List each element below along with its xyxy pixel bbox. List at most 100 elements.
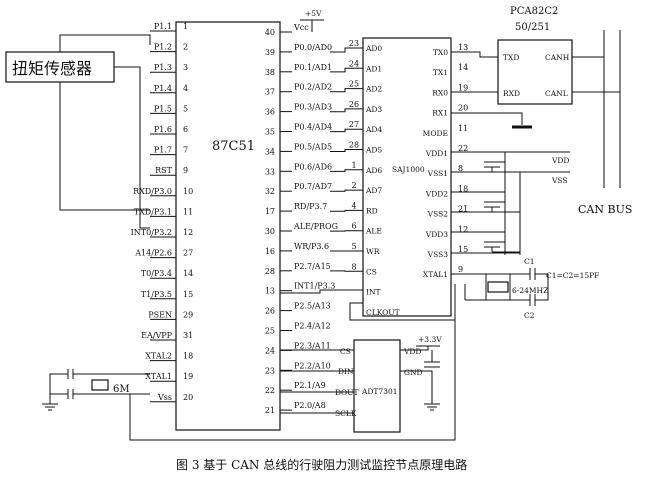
- mcu-left-pin-number: 12: [183, 228, 193, 237]
- mcu-left-pin-number: 7: [183, 146, 188, 155]
- mcu-right-pin-number: 26: [265, 307, 275, 316]
- mcu-left-pin-label: RST: [155, 166, 173, 175]
- sja-right-pin-label: RX1: [432, 109, 448, 118]
- decoupling-caps: [484, 161, 520, 253]
- mcu-right-pin-number: 22: [265, 386, 275, 395]
- pca-rxd: RXD: [503, 89, 520, 98]
- sja-left-pin-label: AD3: [365, 105, 382, 114]
- mcu-left-pin-number: 9: [183, 166, 188, 175]
- sja-left-pin-number: 28: [349, 141, 359, 150]
- clkout-loop: [349, 284, 456, 321]
- sja-left-pin-number: 8: [351, 262, 356, 271]
- mcu-right-pin-label: P2.2/A10: [294, 361, 331, 370]
- mcu-left-pin-label: P1.2: [154, 43, 172, 52]
- mcu-right-pin-number: 17: [265, 207, 275, 216]
- sja-right-pin-number: 8: [458, 164, 463, 173]
- can-bus-label: CAN BUS: [578, 203, 632, 216]
- mcu-left-pin-label: P1.7: [154, 146, 172, 155]
- sja-left-pin-number: 4: [351, 201, 356, 210]
- int1-wire: [280, 289, 363, 294]
- sja-right-pin-number: 18: [458, 184, 468, 193]
- sja-right-pin-number: 20: [458, 104, 468, 113]
- ceq-label: C1=C2=15PF: [546, 271, 599, 280]
- bus-wire: [330, 88, 363, 93]
- sja-right-pins: TX013TX114RX019RX120MODE11VDD122VSS18VDD…: [423, 43, 469, 279]
- mcu-left-pin-label: RXD/P3.0: [133, 187, 172, 196]
- mcu-left-pin-label: XTAL2: [145, 352, 172, 361]
- mcu-left-pin-label: XTAL1: [145, 372, 172, 381]
- pca-sub: 50/251: [515, 22, 550, 33]
- mcu-crystal: [91, 379, 109, 391]
- torque-sensor-label: 扭矩传感器: [12, 59, 92, 78]
- pca-txd: TXD: [503, 53, 519, 62]
- sja-left-pin-label: ALE: [365, 227, 382, 236]
- mcu-right-pin-number: 40: [265, 28, 275, 37]
- sja-left-pin-label: CS: [366, 267, 377, 276]
- xtal-freq-label: 6-24MHZ: [512, 286, 548, 295]
- vdd-label: VDD: [551, 156, 569, 165]
- sja-left-pin-number: 5: [351, 242, 356, 251]
- mcu-right-pin-number: 35: [265, 128, 275, 137]
- sja-right-pin-number: 13: [458, 43, 468, 52]
- mcu-right-pin-number: 36: [265, 108, 275, 117]
- mcu-left-pin-label: P1.5: [154, 104, 172, 113]
- mcu-left-pin-number: 6: [183, 125, 188, 134]
- mcu-right-pin-label: P0.7/AD7: [294, 182, 332, 191]
- sja-left-pins: AD023AD124AD225AD326AD427AD528AD61AD72RD…: [349, 39, 400, 317]
- mcu-87c51-body: [175, 21, 281, 431]
- mcu-left-pin-number: 29: [183, 310, 193, 319]
- sja-right-pin-label: VSS2: [427, 210, 449, 219]
- mcu-right-pin-label: P0.3/AD3: [294, 103, 332, 112]
- adt7301-body: [353, 339, 401, 433]
- sja-left-pin-label: CLKOUT: [366, 308, 400, 317]
- mcu-left-pin-number: 15: [183, 290, 193, 299]
- sja-left-pin-label: RD: [366, 206, 378, 215]
- pca-canl: CANL: [545, 89, 568, 98]
- mcu-right-pin-number: 30: [265, 227, 275, 236]
- adt-gnd: GND: [404, 368, 423, 377]
- mcu-left-pin-number: 3: [183, 63, 188, 72]
- sja-right-pin-number: 11: [458, 124, 468, 133]
- c1-label: C1: [524, 257, 535, 266]
- mcu-right-pin-label: Vcc: [293, 23, 309, 32]
- bus-wire: [330, 149, 363, 152]
- mcu-right-pin-number: 34: [265, 147, 275, 156]
- sja-right-pin-label: TX0: [433, 48, 448, 57]
- torque-sensor-box: [5, 51, 115, 83]
- vss-label: VSS: [551, 176, 568, 185]
- mcu-left-pin-label: TXD/P3.1: [134, 207, 172, 216]
- mcu-right-pins: 40Vcc39P0.0/AD038P0.1/AD137P0.2/AD236P0.…: [265, 23, 338, 415]
- sja-right-pin-number: 22: [458, 144, 468, 153]
- sja-right-pin-number: 14: [458, 63, 468, 72]
- sja-left-pin-label: INT: [366, 288, 381, 297]
- mcu-cap-gnd: [49, 373, 68, 404]
- adt-name: ADT7301: [361, 387, 398, 396]
- sensor-wire-rxd: [59, 82, 150, 211]
- pca-canh: CANH: [545, 53, 570, 62]
- sja1000-body: [362, 37, 452, 317]
- mcu-left-pin-number: 1: [183, 22, 188, 31]
- mcu-right-pin-number: 16: [265, 247, 275, 256]
- mcu-left-pin-label: EA/VPP: [141, 331, 172, 340]
- bus-wire: [330, 169, 363, 172]
- mcu-right-pin-label: P0.6/AD6: [294, 162, 332, 171]
- clkout-to-xtal1: [129, 320, 456, 441]
- mcu-right-pin-number: 32: [265, 187, 275, 196]
- sja-left-pin-label: AD0: [365, 44, 382, 53]
- mcu-crystal-label: 6M: [113, 384, 130, 395]
- mcu-right-pin-label: P0.5/AD5: [294, 142, 332, 151]
- sja-right-pin-label: VDD2: [425, 189, 448, 198]
- mcu-right-pin-label: P0.2/AD2: [294, 83, 332, 92]
- sja-right-pin-label: VDD3: [425, 230, 448, 239]
- sja-left-pin-number: 24: [349, 59, 359, 68]
- mcu-right-pin-label: P2.5/A13: [294, 302, 331, 311]
- pca-name: PCA82C2: [510, 6, 558, 17]
- mcu-left-pin-number: 19: [183, 372, 193, 381]
- mcu-left-pin-number: 27: [183, 249, 193, 258]
- sja-left-pin-number: 23: [349, 39, 359, 48]
- sja-crystal: [487, 281, 509, 293]
- sja-right-pin-number: 12: [458, 225, 468, 234]
- sja-right-pin-number: 9: [458, 265, 463, 274]
- sensor-wire-top: [59, 34, 151, 52]
